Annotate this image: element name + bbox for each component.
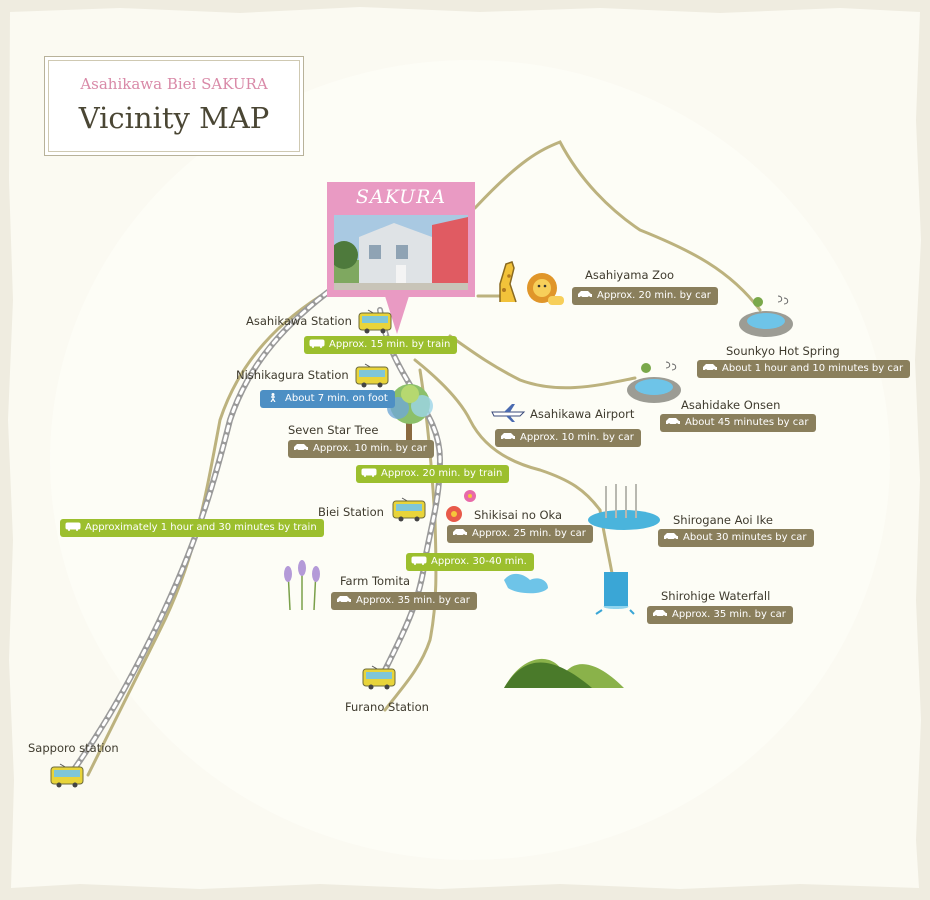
biei-train-time: Approx. 20 min. by train bbox=[356, 465, 510, 483]
shirogane-car-time: About 30 minutes by car bbox=[658, 529, 814, 547]
lavender-icon bbox=[284, 560, 320, 611]
time-text: Approximately 1 hour and 30 minutes by t… bbox=[85, 522, 317, 533]
time-text: Approx. 35 min. by car bbox=[672, 609, 786, 620]
shikisai-car-time: Approx. 25 min. by car bbox=[447, 525, 593, 543]
train-icon bbox=[50, 763, 84, 788]
train-icon bbox=[355, 363, 389, 388]
car-icon bbox=[578, 291, 592, 299]
car-icon bbox=[294, 444, 308, 452]
walking-person-icon bbox=[270, 393, 276, 402]
lion-icon bbox=[527, 273, 564, 305]
train-icon bbox=[361, 468, 377, 477]
shirohige-car-time: Approx. 35 min. by car bbox=[647, 606, 793, 624]
car-icon bbox=[666, 418, 680, 426]
road-airport bbox=[413, 358, 602, 512]
map-title-box: Asahikawa Biei SAKURA Vicinity MAP bbox=[44, 56, 304, 156]
train-icon bbox=[411, 556, 427, 565]
asahikawa-station-label: Asahikawa Station bbox=[246, 314, 352, 328]
map-title: Vicinity MAP bbox=[78, 101, 270, 135]
time-text: About 30 minutes by car bbox=[683, 532, 807, 543]
asahidake-label: Asahidake Onsen bbox=[681, 398, 781, 412]
time-text: Approx. 20 min. by car bbox=[597, 290, 711, 301]
time-text: About 7 min. on foot bbox=[285, 393, 388, 404]
lake-icon bbox=[504, 573, 548, 594]
train-icon bbox=[309, 339, 325, 348]
asahikawa-train-time: Approx. 15 min. by train bbox=[304, 336, 458, 354]
shirogane-label: Shirogane Aoi Ike bbox=[673, 513, 773, 527]
car-icon bbox=[664, 533, 678, 541]
sapporo-station-label: Sapporo station bbox=[28, 741, 119, 755]
tree-icon bbox=[387, 384, 433, 440]
waterfall-icon bbox=[595, 572, 635, 615]
time-text: About 1 hour and 10 minutes by car bbox=[722, 363, 904, 374]
airplane-icon bbox=[491, 404, 526, 422]
time-text: Approx. 30-40 min. bbox=[431, 556, 527, 567]
map-subtitle: Asahikawa Biei SAKURA bbox=[80, 75, 268, 93]
sakura-photo bbox=[334, 215, 468, 290]
farm-tomita-car-time: Approx. 35 min. by car bbox=[331, 592, 477, 610]
airport-car-time: Approx. 10 min. by car bbox=[495, 429, 641, 447]
road-sounkyo bbox=[473, 140, 762, 312]
furano-train-time: Approx. 30-40 min. bbox=[406, 553, 534, 571]
asahidake-car-time: About 45 minutes by car bbox=[660, 414, 816, 432]
sounkyo-label: Sounkyo Hot Spring bbox=[726, 344, 840, 358]
sakura-label: SAKURA bbox=[355, 186, 447, 208]
nishikagura-station-label: Nishikagura Station bbox=[236, 368, 349, 382]
car-icon bbox=[501, 433, 515, 441]
hot-spring-icon bbox=[739, 295, 793, 337]
road-asahidake bbox=[448, 334, 637, 390]
seven-star-tree-label: Seven Star Tree bbox=[288, 423, 379, 437]
time-text: Approx. 15 min. by train bbox=[329, 339, 451, 350]
time-text: About 45 minutes by car bbox=[685, 417, 809, 428]
seven-star-car-time: Approx. 10 min. by car bbox=[288, 440, 434, 458]
time-text: Approx. 25 min. by car bbox=[472, 528, 586, 539]
car-icon bbox=[653, 610, 667, 618]
giraffe-icon bbox=[499, 261, 517, 303]
shikisai-label: Shikisai no Oka bbox=[474, 508, 563, 522]
time-text: Approx. 10 min. by car bbox=[313, 443, 427, 454]
furano-station-label: Furano Station bbox=[345, 700, 429, 714]
shirohige-label: Shirohige Waterfall bbox=[661, 589, 771, 603]
zoo-car-time: Approx. 20 min. by car bbox=[572, 287, 718, 305]
flower-icon bbox=[446, 490, 476, 522]
asahiyama-zoo-label: Asahiyama Zoo bbox=[585, 268, 675, 282]
time-text: Approx. 10 min. by car bbox=[520, 432, 634, 443]
sapporo-train-time: Approximately 1 hour and 30 minutes by t… bbox=[60, 519, 324, 537]
train-icon bbox=[358, 309, 392, 334]
car-icon bbox=[703, 364, 717, 372]
car-icon bbox=[453, 529, 467, 537]
sakura-location-card[interactable]: SAKURA bbox=[327, 182, 475, 297]
train-icon bbox=[362, 665, 396, 690]
nishikagura-foot-time: About 7 min. on foot bbox=[260, 390, 395, 408]
blue-pond-icon bbox=[588, 484, 660, 530]
biei-station-label: Biei Station bbox=[318, 505, 384, 519]
mountain-icon bbox=[504, 658, 624, 688]
hot-spring-icon bbox=[627, 361, 681, 403]
time-text: Approx. 35 min. by car bbox=[356, 595, 470, 606]
farm-tomita-label: Farm Tomita bbox=[340, 574, 411, 588]
asahikawa-airport-label: Asahikawa Airport bbox=[530, 407, 635, 421]
time-text: Approx. 20 min. by train bbox=[381, 468, 503, 479]
train-icon bbox=[65, 522, 81, 531]
train-icon bbox=[392, 497, 426, 522]
car-icon bbox=[337, 596, 351, 604]
sounkyo-car-time: About 1 hour and 10 minutes by car bbox=[697, 360, 911, 378]
